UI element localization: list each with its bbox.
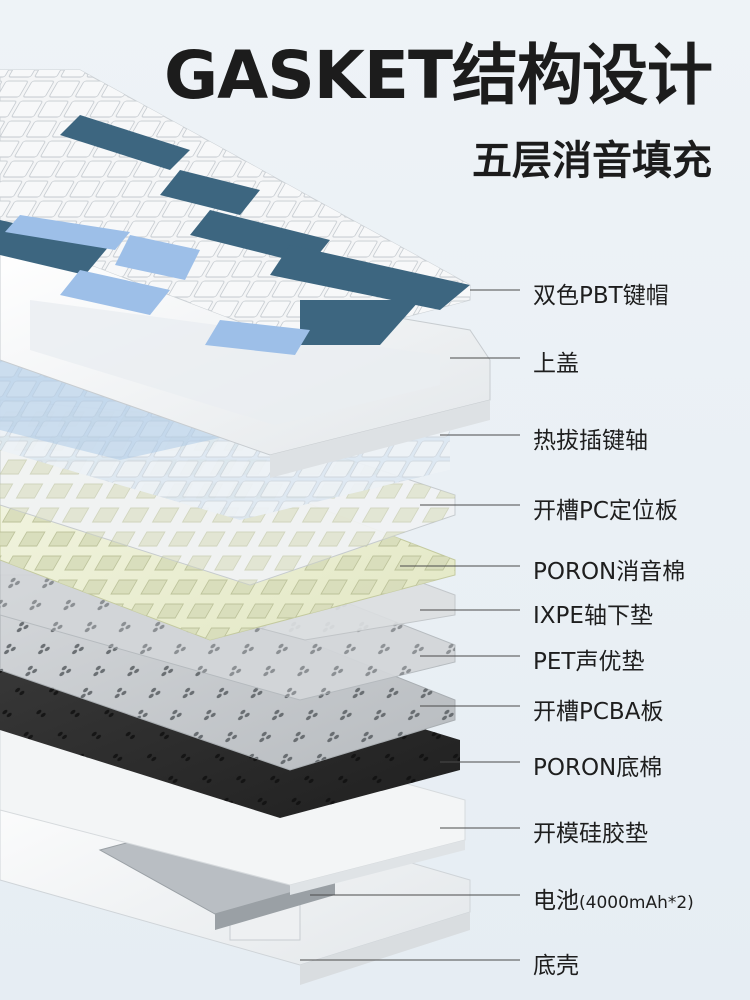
layer-label-ixpe-pad: IXPE轴下垫: [533, 603, 653, 629]
layer-label-battery: 电池(4000mAh*2): [533, 888, 694, 914]
layer-label-poron-bottom: PORON底棉: [533, 755, 663, 781]
layer-label-bottom-case: 底壳: [533, 953, 579, 979]
layer-label-poron-foam: PORON消音棉: [533, 559, 686, 585]
layer-label-pc-plate: 开槽PC定位板: [533, 498, 678, 524]
layer-label-pcba: 开槽PCBA板: [533, 699, 664, 725]
page-title: GASKET结构设计: [163, 37, 713, 114]
layer-label-keycaps: 双色PBT键帽: [533, 283, 669, 309]
layer-label-top-cover: 上盖: [533, 351, 579, 377]
page-subtitle: 五层消音填充: [472, 138, 712, 184]
layer-label-switches: 热拔插键轴: [533, 428, 648, 454]
layer-label-silicone-pad: 开模硅胶垫: [533, 821, 648, 847]
layer-label-pet-pad: PET声优垫: [533, 649, 645, 675]
keycaps-layer: [0, 69, 471, 355]
battery-capacity: (4000mAh*2): [579, 893, 694, 913]
